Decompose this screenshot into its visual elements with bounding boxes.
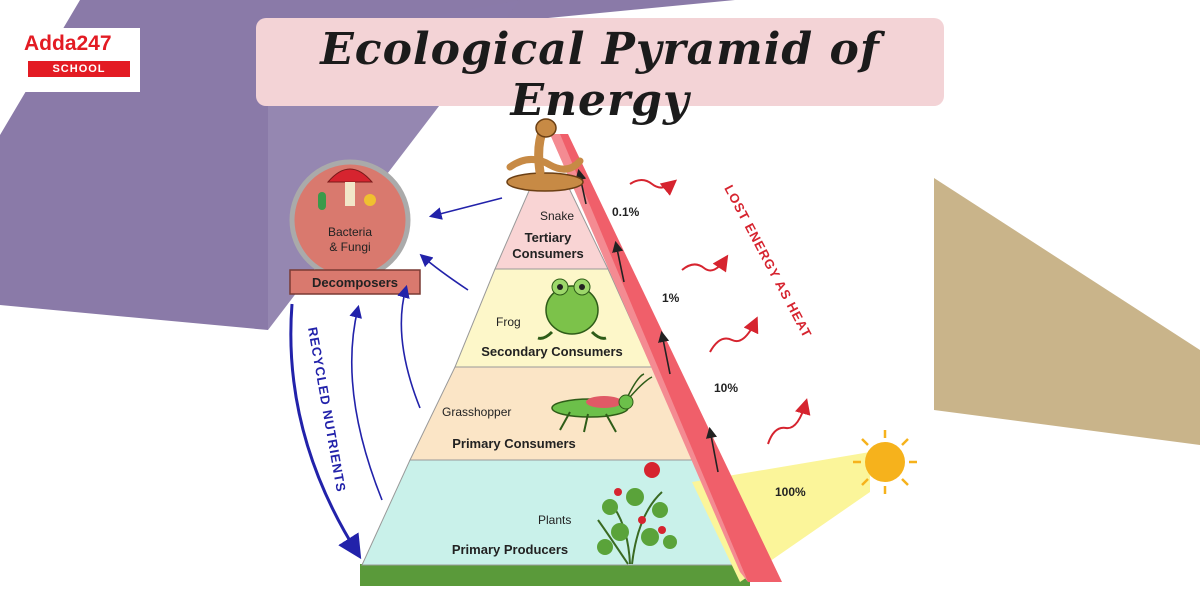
energy-up-arrow xyxy=(575,168,587,205)
tier-producers-organism: Plants xyxy=(538,513,571,527)
gold-background-shape xyxy=(934,178,1200,445)
decomposer-arrow xyxy=(397,284,421,409)
energy-up-arrow xyxy=(612,240,625,283)
decomposer-arrow xyxy=(349,304,383,501)
brand-logo[interactable]: Adda247 SCHOOL xyxy=(22,28,140,92)
snake-illustration xyxy=(506,118,584,192)
brand-sub: SCHOOL xyxy=(28,61,130,77)
tier-primary-level: Primary Consumers xyxy=(452,436,576,451)
tier-producers-level: Primary Producers xyxy=(452,542,568,557)
title-banner xyxy=(256,18,944,106)
grass-ground xyxy=(360,564,750,586)
heat-loss-arrow xyxy=(681,254,729,273)
tier-secondary-organism: Frog xyxy=(496,315,521,329)
tier-tertiary-energy: 0.1% xyxy=(612,205,640,219)
decomposer-label: Decomposers xyxy=(312,275,398,290)
tier-secondary-energy: 1% xyxy=(662,291,680,305)
energy-up-arrow xyxy=(705,426,719,473)
page-title: Ecological Pyramid of Energy xyxy=(320,24,880,126)
tier-tertiary-level-line2: Consumers xyxy=(512,246,584,261)
decomposer-arrow xyxy=(428,197,503,220)
recycled-nutrients-label: RECYCLED NUTRIENTS xyxy=(305,326,349,494)
tier-tertiary-organism: Snake xyxy=(540,209,574,223)
grasshopper-illustration xyxy=(551,373,653,433)
heat-loss-band-shade xyxy=(550,134,748,582)
energy-pyramid-diagram: Snake Tertiary Consumers 0.1% Frog Secon… xyxy=(289,118,917,586)
purple-background-shape xyxy=(0,0,735,330)
decomposer-organism-line2: & Fungi xyxy=(329,240,370,254)
plant-illustration xyxy=(597,462,677,565)
sun-icon xyxy=(853,430,917,494)
energy-up-arrow xyxy=(658,330,671,375)
heat-loss-arrow xyxy=(767,398,811,445)
tier-producers-energy: 100% xyxy=(775,485,806,499)
decomposer-organism-line1: Bacteria xyxy=(328,225,372,239)
lost-energy-label: LOST ENERGY AS HEAT xyxy=(721,182,815,340)
mushroom-icon xyxy=(318,168,376,210)
brand-name: Adda247 xyxy=(24,32,112,55)
heat-loss-arrow xyxy=(709,316,759,353)
tier-primary-organism: Grasshopper xyxy=(442,405,511,419)
frog-illustration xyxy=(537,278,607,340)
recycled-nutrients-arrow xyxy=(289,303,362,560)
heat-loss-arrow xyxy=(629,179,678,196)
tier-secondary-level: Secondary Consumers xyxy=(481,344,623,359)
tier-primary-energy: 10% xyxy=(714,381,738,395)
tier-tertiary-level-line1: Tertiary xyxy=(525,230,572,245)
decomposer-arrow xyxy=(419,253,469,291)
